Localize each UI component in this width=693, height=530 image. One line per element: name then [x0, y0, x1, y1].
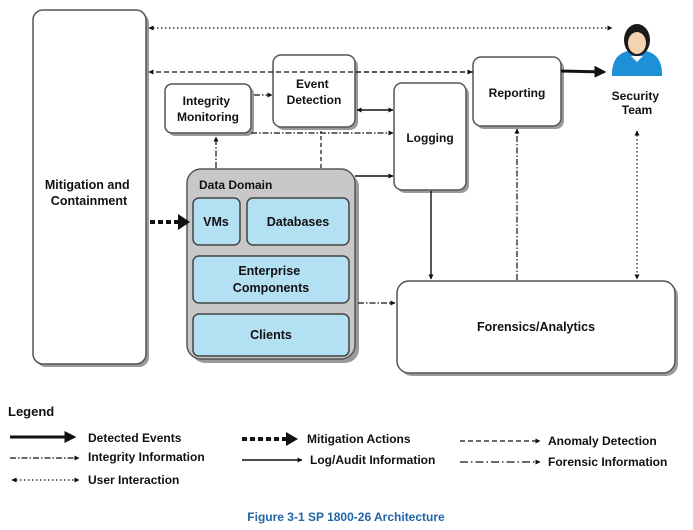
svg-text:Integrity Monitoring: Integrity Monitoring — [177, 94, 239, 124]
legend-integrity-information: Integrity Information — [88, 450, 205, 464]
legend-forensic-information: Forensic Information — [548, 455, 667, 469]
svg-text:Enterprise Components: Enterprise Components — [233, 264, 309, 295]
event-label-line2: Detection — [287, 93, 342, 107]
figure-caption: Figure 3-1 SP 1800-26 Architecture — [247, 510, 445, 524]
clients-label: Clients — [250, 328, 292, 342]
legend-user-interaction: User Interaction — [88, 473, 179, 487]
legend-mitigation-actions: Mitigation Actions — [307, 432, 411, 446]
event-detection-box: Event Detection — [272, 54, 358, 130]
vms-box: VMs — [192, 197, 241, 246]
integrity-label-line2: Monitoring — [177, 110, 239, 124]
mitigation-actions-arrowhead — [178, 214, 190, 230]
clients-box: Clients — [192, 313, 350, 357]
security-team-label: Security Team — [612, 89, 663, 117]
legend-title: Legend — [8, 404, 54, 419]
svg-text:Event Detection: Event Detection — [287, 77, 342, 107]
legend-detected-events: Detected Events — [88, 431, 182, 445]
forensics-analytics-box: Forensics/Analytics — [396, 280, 678, 376]
connector-detected-reporting-security — [560, 65, 607, 78]
mitigation-label-line2: Containment — [51, 194, 128, 208]
mitigation-label-line1: Mitigation and — [45, 178, 130, 192]
logging-label: Logging — [406, 131, 453, 145]
reporting-box: Reporting — [472, 56, 564, 129]
legend: Legend Detected Events Integrity Informa… — [8, 404, 667, 487]
reporting-label: Reporting — [489, 86, 546, 100]
data-domain-label: Data Domain — [199, 178, 272, 192]
enterprise-components-box: Enterprise Components — [192, 255, 350, 304]
integrity-label-line1: Integrity — [183, 94, 231, 108]
vms-label: VMs — [203, 215, 229, 229]
svg-text:Mitigation and Containme: Mitigation and Containment — [45, 178, 133, 208]
forensics-label: Forensics/Analytics — [477, 320, 595, 334]
legend-log-audit: Log/Audit Information — [310, 453, 435, 467]
integrity-monitoring-box: Integrity Monitoring — [164, 83, 254, 136]
event-label-line1: Event — [296, 77, 329, 91]
security-team-person-icon — [612, 24, 662, 76]
enterprise-label-line1: Enterprise — [238, 264, 300, 278]
enterprise-label-line2: Components — [233, 281, 309, 295]
legend-mitigation-arrowhead — [286, 432, 298, 446]
mitigation-containment-box: Mitigation and Containment — [32, 9, 149, 367]
databases-box: Databases — [246, 197, 350, 246]
logging-box: Logging — [393, 82, 469, 193]
databases-label: Databases — [267, 215, 330, 229]
legend-anomaly-detection: Anomaly Detection — [548, 434, 657, 448]
